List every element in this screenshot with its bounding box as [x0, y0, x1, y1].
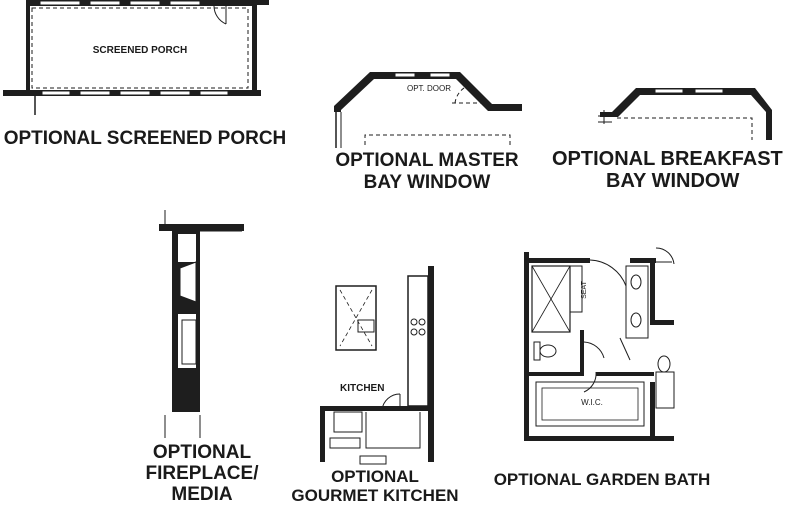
- caption-master-bay-window: OPTIONAL MASTER BAY WINDOW: [320, 150, 534, 194]
- caption-text: FIREPLACE/: [145, 463, 259, 484]
- caption-screened-porch: OPTIONAL SCREENED PORCH: [0, 128, 290, 150]
- wic-label: W.I.C.: [581, 398, 603, 407]
- caption-fireplace-media: OPTIONAL FIREPLACE/ MEDIA: [130, 442, 274, 505]
- caption-breakfast-bay-window: OPTIONAL BREAKFAST BAY WINDOW: [552, 148, 800, 192]
- gourmet-kitchen-plan: KITCHEN: [320, 266, 434, 465]
- caption-text: MEDIA: [171, 484, 233, 505]
- caption-gourmet-kitchen: OPTIONAL GOURMET KITCHEN: [282, 467, 468, 505]
- caption-text: OPTIONAL SCREENED PORCH: [3, 128, 287, 149]
- garden-bath-plan: SEAT W.I.C.: [524, 247, 675, 441]
- caption-text: OPTIONAL: [152, 442, 252, 463]
- kitchen-label: KITCHEN: [340, 383, 384, 394]
- seat-label: SEAT: [581, 280, 588, 298]
- caption-text: OPTIONAL MASTER: [335, 150, 519, 171]
- screened-porch-label: SCREENED PORCH: [93, 45, 187, 56]
- caption-text: BAY WINDOW: [606, 170, 740, 192]
- caption-text: BAY WINDOW: [363, 172, 491, 193]
- screened-porch-plan: SCREENED PORCH: [3, 0, 269, 115]
- caption-text: OPTIONAL: [331, 467, 419, 486]
- fireplace-media-plan: [159, 210, 244, 438]
- master-bay-window-plan: OPT. DOOR: [334, 72, 522, 148]
- caption-text: OPTIONAL GARDEN BATH: [493, 470, 711, 489]
- caption-garden-bath: OPTIONAL GARDEN BATH: [480, 469, 724, 491]
- breakfast-bay-window-plan: [598, 88, 772, 140]
- caption-text: OPTIONAL BREAKFAST: [552, 148, 783, 170]
- caption-text: GOURMET KITCHEN: [291, 486, 459, 505]
- opt-door-label: OPT. DOOR: [407, 84, 451, 93]
